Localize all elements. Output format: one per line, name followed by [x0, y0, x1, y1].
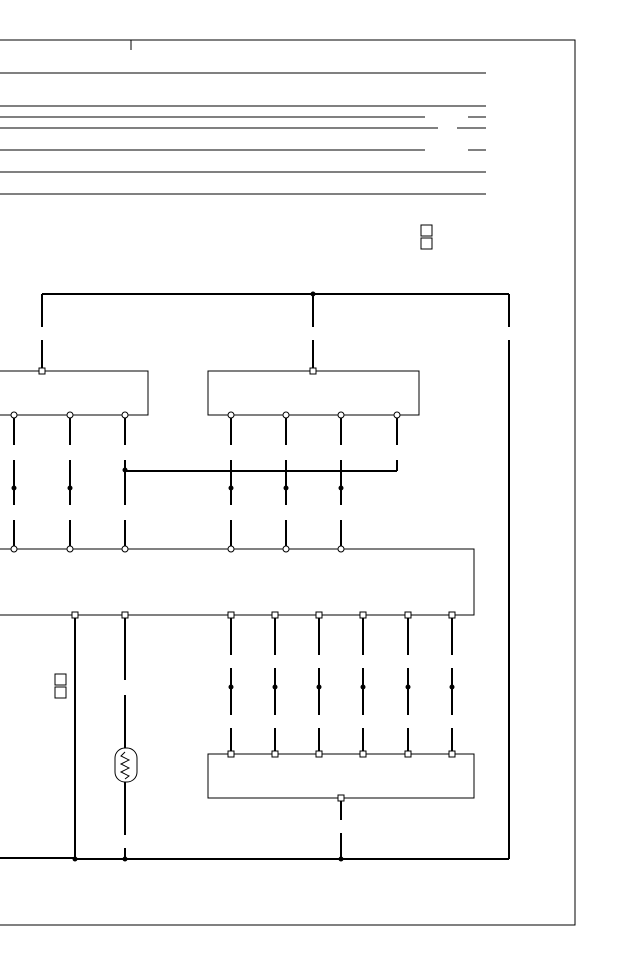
harness-wires-upper	[11, 415, 398, 549]
ground-bus-bottom	[0, 856, 509, 862]
top-bus-wire	[41, 291, 510, 859]
thermistor-sensor-icon	[114, 747, 138, 783]
ground-symbol-top	[420, 224, 433, 250]
header-rules	[0, 72, 486, 195]
junction-box-main	[0, 545, 475, 619]
connector-block-lower	[207, 750, 475, 802]
connector-block-upper-right	[207, 367, 420, 416]
ground-symbol-left	[54, 673, 67, 699]
page-frame	[0, 39, 576, 926]
upper-block-terminals	[10, 411, 401, 419]
harness-wires-lower	[228, 618, 455, 754]
connector-block-upper-left	[0, 367, 149, 416]
